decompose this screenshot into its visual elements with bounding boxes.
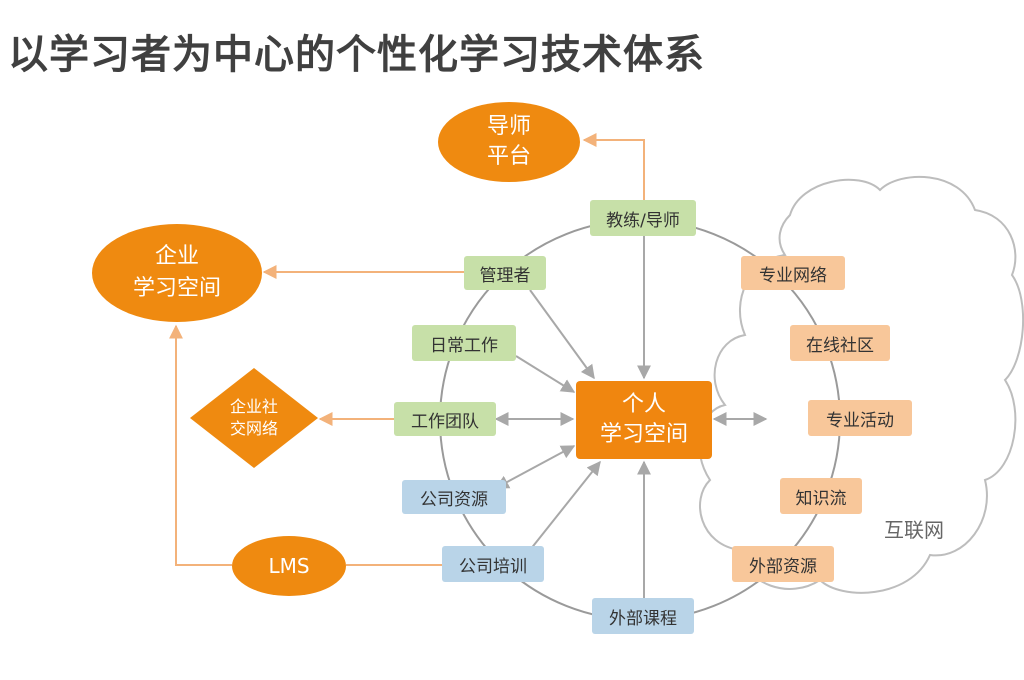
mentor-platform-node: 导师 平台	[438, 102, 580, 182]
external-resources-box: 外部资源	[732, 546, 834, 582]
internet-cloud	[698, 175, 1024, 594]
work-team-box: 工作团队	[394, 402, 496, 436]
manager-box: 管理者	[464, 256, 546, 290]
company-training-box: 公司培训	[442, 546, 544, 582]
company-resources-box: 公司资源	[402, 480, 506, 514]
internet-label: 互联网	[884, 518, 944, 542]
enterprise-social-network-label: 企业社 交网络	[229, 397, 278, 438]
knowledge-flow-box: 知识流	[780, 478, 862, 514]
professional-activity-box: 专业活动	[808, 400, 912, 436]
coach-mentor-box: 教练/导师	[590, 200, 696, 236]
lms-node: LMS	[232, 536, 346, 596]
page-title: 以学习者为中心的个性化学习技术体系	[8, 32, 705, 78]
external-courses-box: 外部课程	[592, 598, 694, 634]
daily-work-box: 日常工作	[412, 325, 516, 361]
diamond-shape	[190, 368, 318, 468]
orange-connectors	[169, 133, 645, 566]
enterprise-learning-space-node: 企业 学习空间	[92, 224, 262, 322]
professional-network-box: 专业网络	[741, 256, 845, 290]
personal-learning-space-node: 个人 学习空间	[576, 381, 712, 459]
gray-arrows	[494, 230, 768, 598]
online-community-box: 在线社区	[790, 325, 890, 361]
